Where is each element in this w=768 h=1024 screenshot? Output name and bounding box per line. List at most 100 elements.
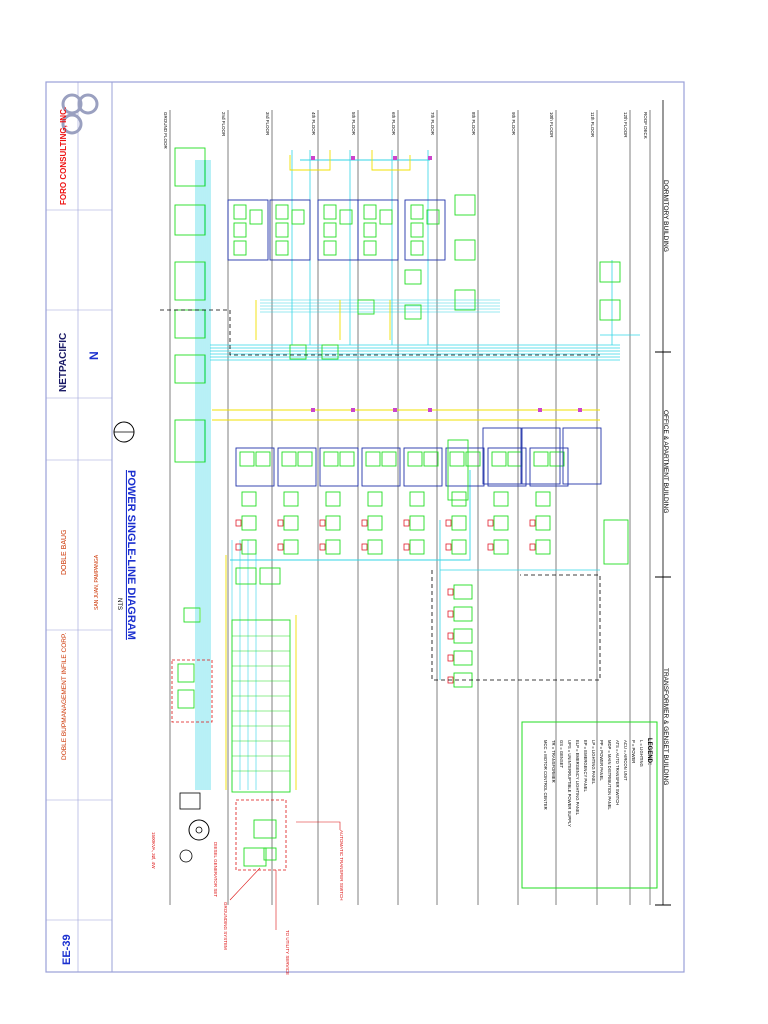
switchboard-frame bbox=[404, 199, 446, 261]
panel-box bbox=[491, 451, 507, 467]
junction-marker bbox=[351, 156, 355, 160]
floor-label: 8th FLOOR bbox=[471, 112, 476, 136]
panel-box bbox=[249, 209, 263, 225]
panel-box bbox=[603, 519, 629, 565]
meter-symbol bbox=[529, 519, 536, 527]
callout-leader bbox=[296, 821, 341, 830]
callout-text: GROUNDING SYSTEM bbox=[223, 902, 228, 950]
legend-item: P = POWER bbox=[631, 740, 636, 763]
floor-label: ROOF DECK bbox=[643, 112, 648, 139]
switchboard-frame bbox=[529, 447, 569, 487]
panel-box bbox=[535, 539, 551, 555]
panel-box bbox=[363, 204, 377, 220]
generator-symbol bbox=[179, 792, 210, 863]
floor-label: 9th FLOOR bbox=[511, 112, 516, 136]
switchboard-frame bbox=[487, 447, 527, 487]
bus-line bbox=[230, 470, 471, 561]
owner-name: DOBLE BUPMANAGEMENT INFILE CORP. bbox=[61, 633, 68, 760]
panel-box bbox=[423, 451, 439, 467]
legend-item: L = LIGHTING bbox=[639, 740, 644, 767]
floor-label: 10th FLOOR bbox=[549, 112, 554, 138]
switchboard-frame bbox=[482, 427, 522, 485]
panel-box bbox=[177, 663, 195, 683]
legend-item: GS = GENSET bbox=[559, 740, 564, 768]
floor-label: 4th FLOOR bbox=[311, 112, 316, 136]
panel-box bbox=[235, 567, 257, 585]
legend-item: ELP = EMERGENCY LIGHTING PANEL bbox=[575, 740, 580, 816]
panel-box bbox=[365, 451, 381, 467]
legend-title: LEGEND: bbox=[646, 738, 652, 765]
panel-box bbox=[297, 451, 313, 467]
panel-box bbox=[281, 451, 297, 467]
panel-box bbox=[323, 240, 337, 256]
meter-symbol bbox=[447, 610, 454, 618]
panel-box bbox=[174, 354, 206, 384]
panel-box bbox=[407, 451, 423, 467]
panel-box bbox=[410, 222, 424, 238]
panel-box bbox=[239, 451, 255, 467]
panel-box bbox=[447, 439, 469, 501]
panel-box bbox=[283, 515, 299, 531]
panel-box bbox=[533, 451, 549, 467]
meter-symbol bbox=[403, 543, 410, 551]
panel-box bbox=[363, 240, 377, 256]
panel-box bbox=[323, 222, 337, 238]
legend-item: TR = TRANSFORMER bbox=[551, 740, 556, 783]
panel-box bbox=[409, 491, 425, 507]
mdp-switchboard bbox=[231, 619, 291, 793]
panel-box bbox=[454, 289, 476, 311]
panel-box bbox=[174, 204, 206, 236]
panel-box bbox=[507, 451, 523, 467]
legend-item: MCC = MOTOR CONTROL CENTER bbox=[543, 740, 548, 810]
panel-box bbox=[283, 491, 299, 507]
panel-box bbox=[174, 261, 206, 301]
meter-symbol bbox=[277, 543, 284, 551]
panel-box bbox=[275, 240, 289, 256]
panel-box bbox=[259, 567, 281, 585]
panel-box bbox=[549, 451, 565, 467]
zone-dividers: DORMITORY BUILDING OFFICE & APARTMENT BU… bbox=[655, 100, 671, 906]
panel-box bbox=[174, 419, 206, 463]
junction-marker bbox=[311, 156, 315, 160]
drawing-title-group: POWER SINGLE-LINE DIAGRAM NTS bbox=[113, 421, 137, 640]
floor-label: 5th FLOOR bbox=[351, 112, 356, 136]
legend-item: EP = EMERGENCY PANEL bbox=[583, 740, 588, 792]
panel-box bbox=[283, 539, 299, 555]
legend-item: MDP = MAIN DISTRIBUTION PANEL bbox=[607, 740, 612, 810]
panel-box bbox=[409, 515, 425, 531]
panel-box bbox=[325, 539, 341, 555]
panel-box bbox=[241, 491, 257, 507]
panel-box bbox=[263, 847, 277, 861]
panel-box bbox=[174, 309, 206, 339]
switchboard-frame bbox=[361, 447, 401, 487]
ats-enclosure bbox=[235, 799, 287, 871]
panel-box bbox=[454, 194, 476, 216]
panel-box bbox=[451, 539, 467, 555]
ats-box bbox=[243, 847, 267, 867]
meter-symbol bbox=[403, 519, 410, 527]
panel-box bbox=[233, 204, 247, 220]
callout-text: 1500KVA, 3Ø, 4W bbox=[151, 832, 156, 869]
switchboard-frame bbox=[319, 447, 359, 487]
sheet-number: EE-39 bbox=[61, 934, 73, 965]
panel-box bbox=[367, 539, 383, 555]
building-boundary bbox=[160, 309, 601, 681]
panel-box bbox=[321, 344, 339, 360]
panel-box bbox=[183, 607, 201, 623]
panel-box bbox=[453, 584, 473, 600]
callout-text: DIESEL GENERATOR SET bbox=[213, 842, 218, 897]
panel-box bbox=[233, 222, 247, 238]
title-block: FORO CONSULTING, INC. NETPACIFIC N DOBLE… bbox=[45, 81, 113, 973]
drawing-scale: NTS bbox=[116, 598, 122, 610]
sheet-border bbox=[45, 81, 685, 973]
panel-box bbox=[535, 491, 551, 507]
switchboard-frame bbox=[445, 447, 485, 487]
junction-marker bbox=[578, 408, 582, 412]
panel-box bbox=[174, 147, 206, 187]
panel-box bbox=[357, 299, 375, 315]
boundary-dashed-line bbox=[431, 570, 601, 681]
panel-box bbox=[255, 451, 271, 467]
boundary-dashed-line bbox=[160, 309, 600, 356]
